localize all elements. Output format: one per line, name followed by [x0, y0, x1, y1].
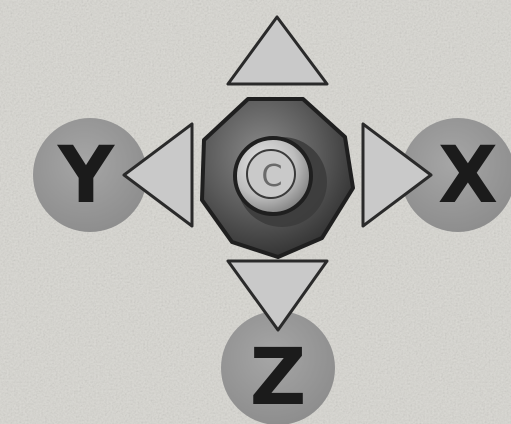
y-button-label: Y	[57, 131, 116, 221]
z-button-label: Z	[250, 333, 307, 423]
x-button-label: X	[438, 131, 498, 221]
c-stick-label: C	[262, 159, 283, 194]
